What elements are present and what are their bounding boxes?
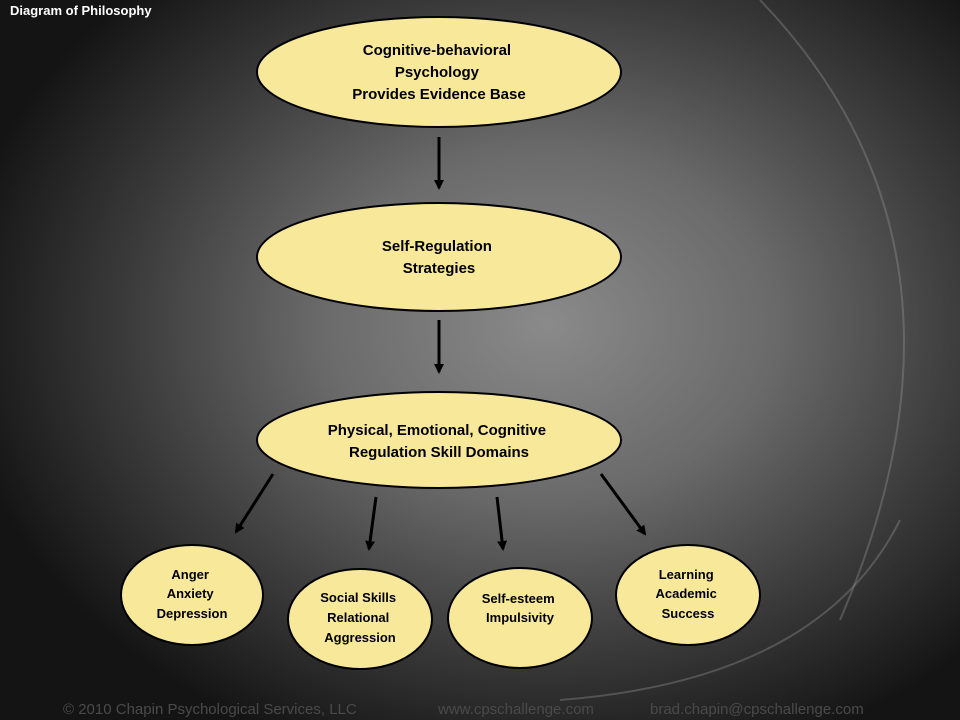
node-self-esteem-line: Impulsivity [486, 610, 555, 625]
node-cbt: Cognitive-behavioral Psychology Provides… [256, 16, 622, 128]
node-social-skills: Social Skills Relational Aggression [287, 568, 433, 670]
node-learning-shape [615, 544, 761, 646]
svg-text:Cognitive-behavioral P: Cognitive-behavioral Psychology Provides… [352, 42, 525, 103]
footer-website: www.cpschallenge.com [438, 701, 594, 718]
svg-text:Learning Academic: Learning Academic Success [655, 567, 720, 621]
node-learning: Learning Academic Success [615, 544, 761, 646]
arrow-to-learning [599, 473, 647, 536]
node-self-regulation: Self-Regulation Strategies [256, 202, 622, 312]
slide-title: Diagram of Philosophy [10, 3, 152, 18]
svg-text:Anger Anxiety: Anger Anxiety Depression [157, 567, 228, 621]
node-social-skills-shape [287, 568, 433, 670]
node-skill-domains-line: Regulation Skill Domains [349, 444, 529, 461]
node-learning-line: Success [662, 606, 715, 621]
background-arc [559, 519, 901, 701]
node-anger-line: Anger [171, 567, 209, 582]
node-cbt-line: Provides Evidence Base [352, 86, 525, 103]
background-arcs [559, 0, 905, 701]
node-self-regulation-line: Self-Regulation [382, 238, 492, 255]
node-skill-domains: Physical, Emotional, Cognitive Regulatio… [256, 391, 622, 489]
arrow-to-anger [234, 473, 275, 534]
node-self-regulation-line: Strategies [403, 260, 476, 277]
svg-text:Social Skills Relation: Social Skills Relational Aggression [320, 590, 400, 645]
node-social-skills-line: Relational [327, 610, 389, 625]
node-learning-line: Academic [655, 586, 716, 601]
node-skill-domains-line: Physical, Emotional, Cognitive [328, 422, 546, 439]
footer-email: brad.chapin@cpschallenge.com [650, 701, 864, 718]
node-self-esteem: Self-esteem Impulsivity [447, 567, 593, 669]
background-arc [759, 0, 905, 621]
node-skill-domains-shape [256, 391, 622, 489]
node-self-esteem-shape [447, 567, 593, 669]
svg-text:Self-esteem Impulsivit: Self-esteem Impulsivity [482, 591, 559, 625]
node-social-skills-line: Aggression [324, 630, 396, 645]
arrow-to-social [365, 496, 378, 551]
node-self-regulation-shape [256, 202, 622, 312]
footer-copyright: © 2010 Chapin Psychological Services, LL… [63, 701, 357, 718]
node-anger: Anger Anxiety Depression [120, 544, 264, 646]
node-anger-line: Depression [157, 606, 228, 621]
node-anger-shape [120, 544, 264, 646]
svg-text:Physical, Emotional, Cognitive: Physical, Emotional, Cognitive Regulatio… [328, 422, 551, 461]
node-cbt-line: Psychology [395, 64, 480, 81]
node-social-skills-line: Social Skills [320, 590, 396, 605]
node-cbt-line: Cognitive-behavioral [363, 42, 511, 59]
node-cbt-shape [256, 16, 622, 128]
node-anger-line: Anxiety [167, 586, 215, 601]
arrows [234, 137, 647, 551]
node-learning-line: Learning [659, 567, 714, 582]
node-self-esteem-line: Self-esteem [482, 591, 555, 606]
arrow-to-esteem [495, 496, 508, 551]
svg-text:Self-Regulation Strate: Self-Regulation Strategies [382, 238, 496, 277]
